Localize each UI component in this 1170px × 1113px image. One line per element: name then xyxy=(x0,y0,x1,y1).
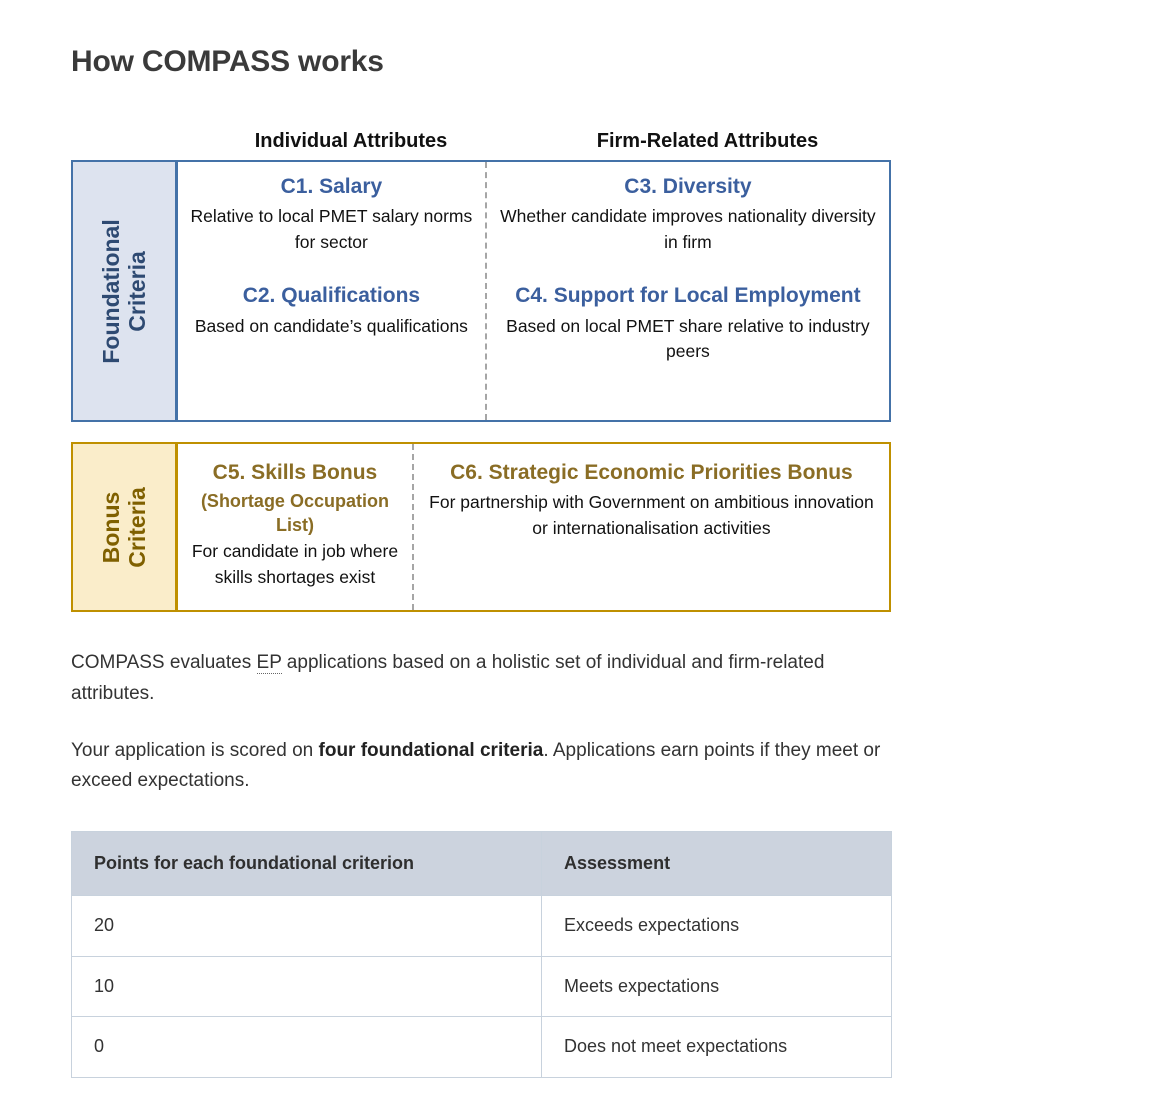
criterion-c5-skills-bonus: C5. Skills Bonus (Shortage Occupation Li… xyxy=(190,458,400,590)
diagram-column-headers: Individual Attributes Firm-Related Attri… xyxy=(178,122,891,160)
cell-bonus-firm: C6. Strategic Economic Priorities Bonus … xyxy=(414,444,889,610)
paragraph-1-text-before: COMPASS evaluates xyxy=(71,652,257,673)
band-label-line-2: Criteria xyxy=(123,486,150,568)
criterion-c4-support-for-local-employment: C4. Support for Local Employment Based o… xyxy=(499,281,877,364)
band-bonus-body: C5. Skills Bonus (Shortage Occupation Li… xyxy=(178,444,889,610)
band-label-foundational: Foundational Criteria xyxy=(73,162,178,420)
band-label-bonus: Bonus Criteria xyxy=(73,444,178,610)
criterion-description: Based on candidate’s qualifications xyxy=(194,315,468,336)
criterion-title: C1. Salary xyxy=(280,175,383,198)
table-header-row: Points for each foundational criterion A… xyxy=(71,830,892,897)
paragraph-compass-evaluates: COMPASS evaluates EP applications based … xyxy=(71,648,891,710)
column-header-points: Points for each foundational criterion xyxy=(71,830,542,897)
band-bonus-criteria: Bonus Criteria C5. Skills Bonus (Shortag… xyxy=(71,442,891,612)
band-foundational-criteria: Foundational Criteria C1. Salary Relativ… xyxy=(71,160,891,422)
column-header-assessment: Assessment xyxy=(541,830,892,897)
band-foundational-body: C1. Salary Relative to local PMET salary… xyxy=(178,162,889,420)
column-header-individual-attributes: Individual Attributes xyxy=(254,130,448,152)
cell-points: 10 xyxy=(71,955,542,1018)
paragraph-2-text-before: Your application is scored on xyxy=(71,739,319,761)
cell-assessment: Does not meet expectations xyxy=(541,1016,892,1078)
band-label-line-1: Bonus xyxy=(97,491,124,563)
cell-assessment: Exceeds expectations xyxy=(541,895,892,957)
paragraph-scoring: Your application is scored on four found… xyxy=(71,736,891,798)
table-row: 0 Does not meet expectations xyxy=(71,1016,892,1078)
paragraph-1-text-after: applications based on a holistic set of … xyxy=(71,652,825,704)
compass-criteria-diagram: Individual Attributes Firm-Related Attri… xyxy=(71,122,891,612)
criterion-c2-qualifications: C2. Qualifications Based on candidate’s … xyxy=(190,281,473,339)
table-row: 10 Meets expectations xyxy=(71,955,892,1018)
cell-foundational-individual: C1. Salary Relative to local PMET salary… xyxy=(178,162,487,420)
points-assessment-table: Points for each foundational criterion A… xyxy=(71,830,892,1078)
cell-assessment: Meets expectations xyxy=(541,955,892,1018)
column-header-firm-related-attributes: Firm-Related Attributes xyxy=(596,130,819,152)
criterion-description: For candidate in job where skills shorta… xyxy=(191,541,399,587)
criterion-description: Whether candidate improves nationality d… xyxy=(500,206,876,252)
band-label-line-2: Criteria xyxy=(124,250,150,332)
cell-points: 20 xyxy=(71,895,542,957)
criterion-title: C6. Strategic Economic Priorities Bonus xyxy=(450,461,853,484)
cell-foundational-firm: C3. Diversity Whether candidate improves… xyxy=(487,162,889,420)
paragraph-2-emphasis: four foundational criteria xyxy=(318,739,544,761)
band-label-line-1: Foundational xyxy=(97,218,124,364)
criterion-c3-diversity: C3. Diversity Whether candidate improves… xyxy=(499,172,877,255)
criterion-description: For partnership with Government on ambit… xyxy=(429,492,874,538)
band-label-bonus-text: Bonus Criteria xyxy=(98,487,151,568)
criterion-title: C5. Skills Bonus xyxy=(212,461,378,484)
intro-paragraphs: COMPASS evaluates EP applications based … xyxy=(71,648,891,797)
table-row: 20 Exceeds expectations xyxy=(71,895,892,957)
ep-abbreviation[interactable]: EP xyxy=(256,652,282,674)
criterion-c6-strategic-economic-priorities-bonus: C6. Strategic Economic Priorities Bonus … xyxy=(426,458,877,541)
paragraph-2-text-after: . Applications earn points if they meet … xyxy=(71,739,881,792)
criterion-title: C4. Support for Local Employment xyxy=(515,284,861,308)
cell-points: 0 xyxy=(71,1016,542,1078)
criterion-description: Based on local PMET share relative to in… xyxy=(506,315,870,361)
criterion-title: C3. Diversity xyxy=(624,175,752,198)
criterion-subtitle: (Shortage Occupation List) xyxy=(200,491,389,535)
cell-bonus-individual: C5. Skills Bonus (Shortage Occupation Li… xyxy=(178,444,414,610)
criterion-title: C2. Qualifications xyxy=(242,284,421,308)
page-title: How COMPASS works xyxy=(71,45,384,79)
criterion-description: Relative to local PMET salary norms for … xyxy=(190,206,473,252)
criterion-c1-salary: C1. Salary Relative to local PMET salary… xyxy=(190,172,473,255)
band-label-foundational-text: Foundational Criteria xyxy=(98,219,151,363)
